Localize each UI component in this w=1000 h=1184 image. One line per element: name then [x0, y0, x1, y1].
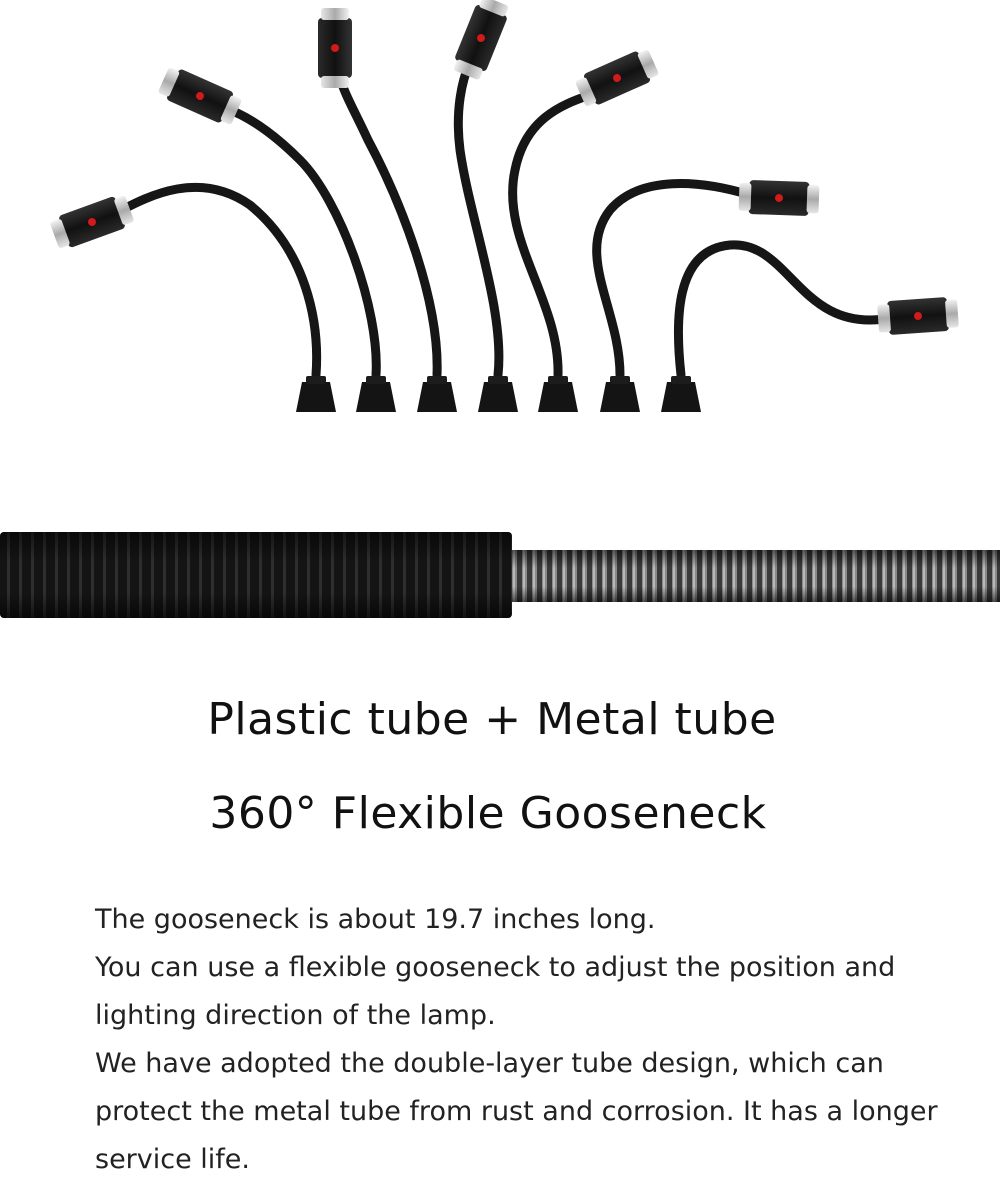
- plastic-tube: [0, 532, 512, 618]
- description-text: The gooseneck is about 19.7 inches long.…: [95, 896, 975, 1184]
- description-adjust: You can use a flexible gooseneck to adju…: [95, 952, 896, 1031]
- lamp-3: [335, 73, 442, 380]
- headline-tube-types: Plastic tube + Metal tube: [207, 694, 777, 745]
- metal-tube: [505, 550, 1000, 602]
- lamp-6: [592, 179, 755, 380]
- description-length: The gooseneck is about 19.7 inches long.: [95, 904, 656, 935]
- headline-flexible-gooseneck: 360° Flexible Gooseneck: [209, 788, 767, 839]
- lamp-5: [508, 90, 595, 380]
- lamp-2: [220, 103, 381, 380]
- lamp-1: [113, 182, 322, 380]
- description-double-layer: We have adopted the double-layer tube de…: [95, 1048, 938, 1175]
- gooseneck-lamps-illustration: [48, 0, 960, 412]
- lamp-7: [673, 240, 895, 380]
- lamp-4: [453, 57, 504, 380]
- tube-closeup-illustration: [0, 532, 1000, 618]
